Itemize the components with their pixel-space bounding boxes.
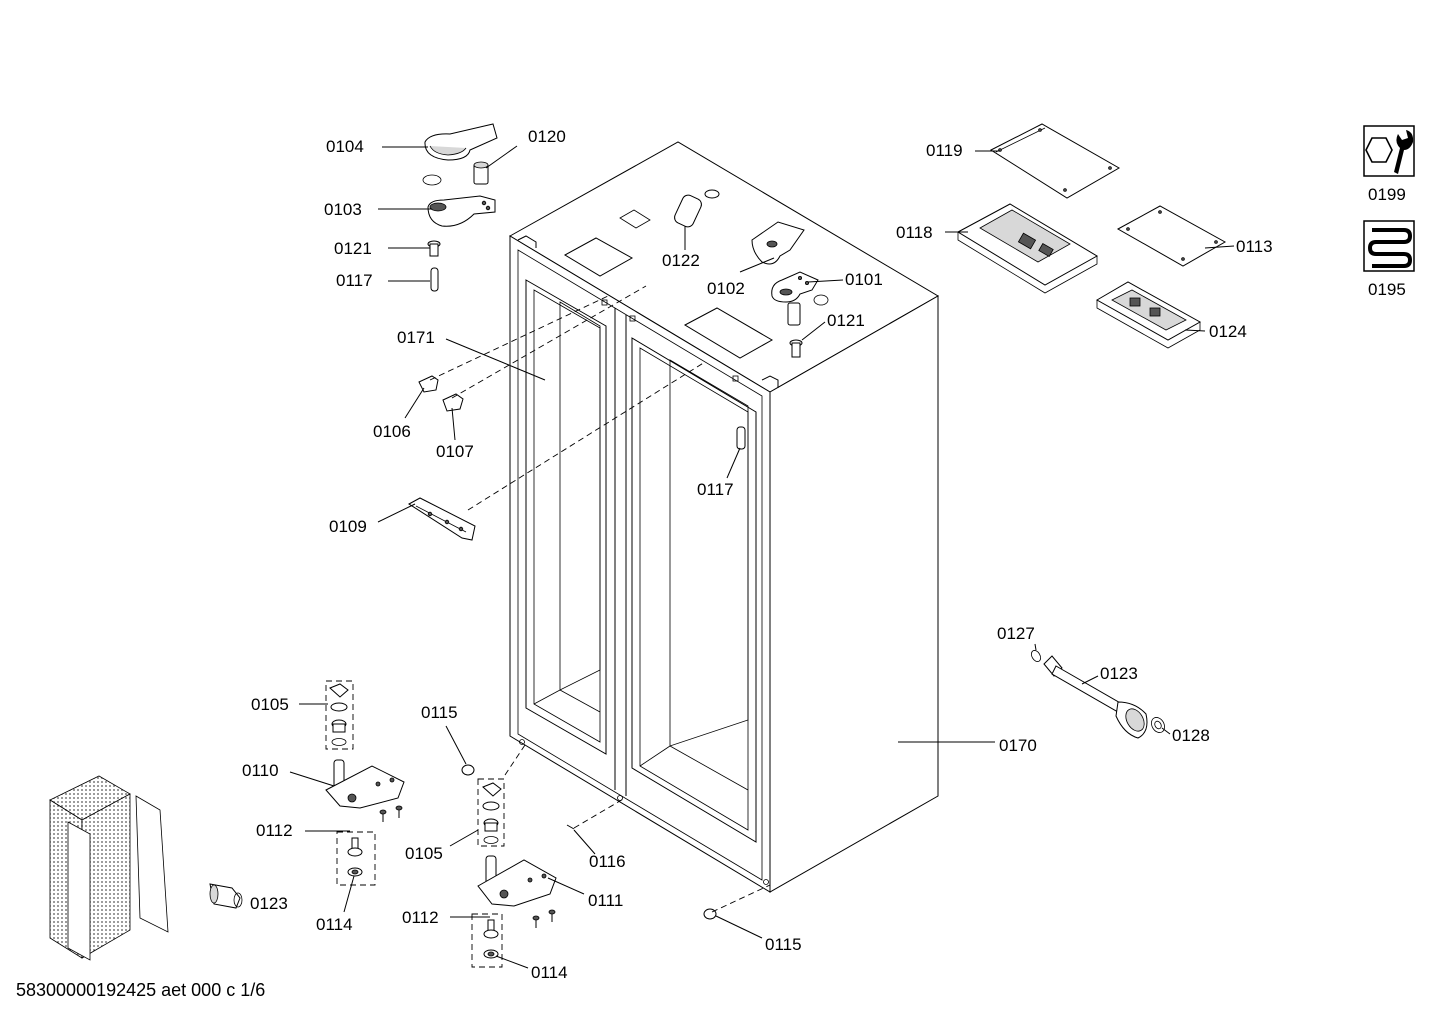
callout-0120: 0120: [528, 127, 566, 146]
heating-coil-icon: [1363, 220, 1415, 272]
legend: 0199 0195: [1363, 125, 1415, 299]
callout-0114: 0114: [316, 915, 353, 934]
top-right-hinge-parts: [674, 189, 829, 450]
callout-0121: 0121: [334, 239, 372, 258]
water-hose-parts: [1031, 650, 1165, 739]
callout-0111: 0111: [588, 891, 623, 910]
callout-0106: 0106: [373, 422, 411, 441]
callout-0104: 0104: [326, 137, 364, 156]
legend-code-0199: 0199: [1368, 185, 1406, 204]
callout-0128: 0128: [1172, 726, 1210, 745]
callout-0118: 0118: [896, 223, 933, 242]
callout-0127: 0127: [997, 624, 1035, 643]
callout-0112: 0112: [256, 821, 293, 840]
callout-0113: 0113: [1236, 237, 1273, 256]
callout-0171: 0171: [397, 328, 435, 347]
refrigerator-cabinet: [509, 141, 939, 893]
callout-labels: 0104 0120 0103 0121 0117 0171 0106 0107 …: [242, 127, 1273, 982]
callout-0116: 0116: [589, 852, 626, 871]
callout-0109: 0109: [329, 517, 367, 536]
callout-0117: 0117: [336, 271, 373, 290]
callout-0102: 0102: [707, 279, 745, 298]
lower-left-hinge-parts: [325, 680, 405, 886]
wrench-tool-icon: [1363, 125, 1415, 177]
callout-0115: 0115: [421, 703, 458, 722]
lower-right-hinge-parts: [461, 764, 717, 968]
electronics-parts: [956, 123, 1227, 349]
upper-hinge-parts: [408, 123, 498, 541]
legend-code-0195: 0195: [1368, 280, 1406, 299]
callout-0105: 0105: [251, 695, 289, 714]
callout-0112-right: 0112: [402, 908, 439, 927]
callout-0123: 0123: [1100, 664, 1138, 683]
leader-lines: [289, 145, 1235, 969]
callout-0122: 0122: [662, 251, 700, 270]
callout-0170: 0170: [999, 736, 1037, 755]
callout-0121-right: 0121: [827, 311, 865, 330]
callout-0114-right: 0114: [531, 963, 568, 982]
callout-0103: 0103: [324, 200, 362, 219]
callout-0110: 0110: [242, 761, 279, 780]
callout-0117-right: 0117: [697, 480, 734, 499]
callout-0107: 0107: [436, 442, 474, 461]
drawing-id: 58300000192425 aet 000 c 1/6: [16, 980, 266, 1000]
callout-0115-bottom: 0115: [765, 935, 802, 954]
callout-0101: 0101: [845, 270, 883, 289]
callout-0119: 0119: [926, 141, 963, 160]
callout-0123-thumb: 0123: [250, 894, 288, 913]
callout-0105-right: 0105: [405, 844, 443, 863]
callout-0124: 0124: [1209, 322, 1247, 341]
fridge-thumbnail: [49, 775, 243, 961]
assembly-lines: [429, 285, 771, 913]
